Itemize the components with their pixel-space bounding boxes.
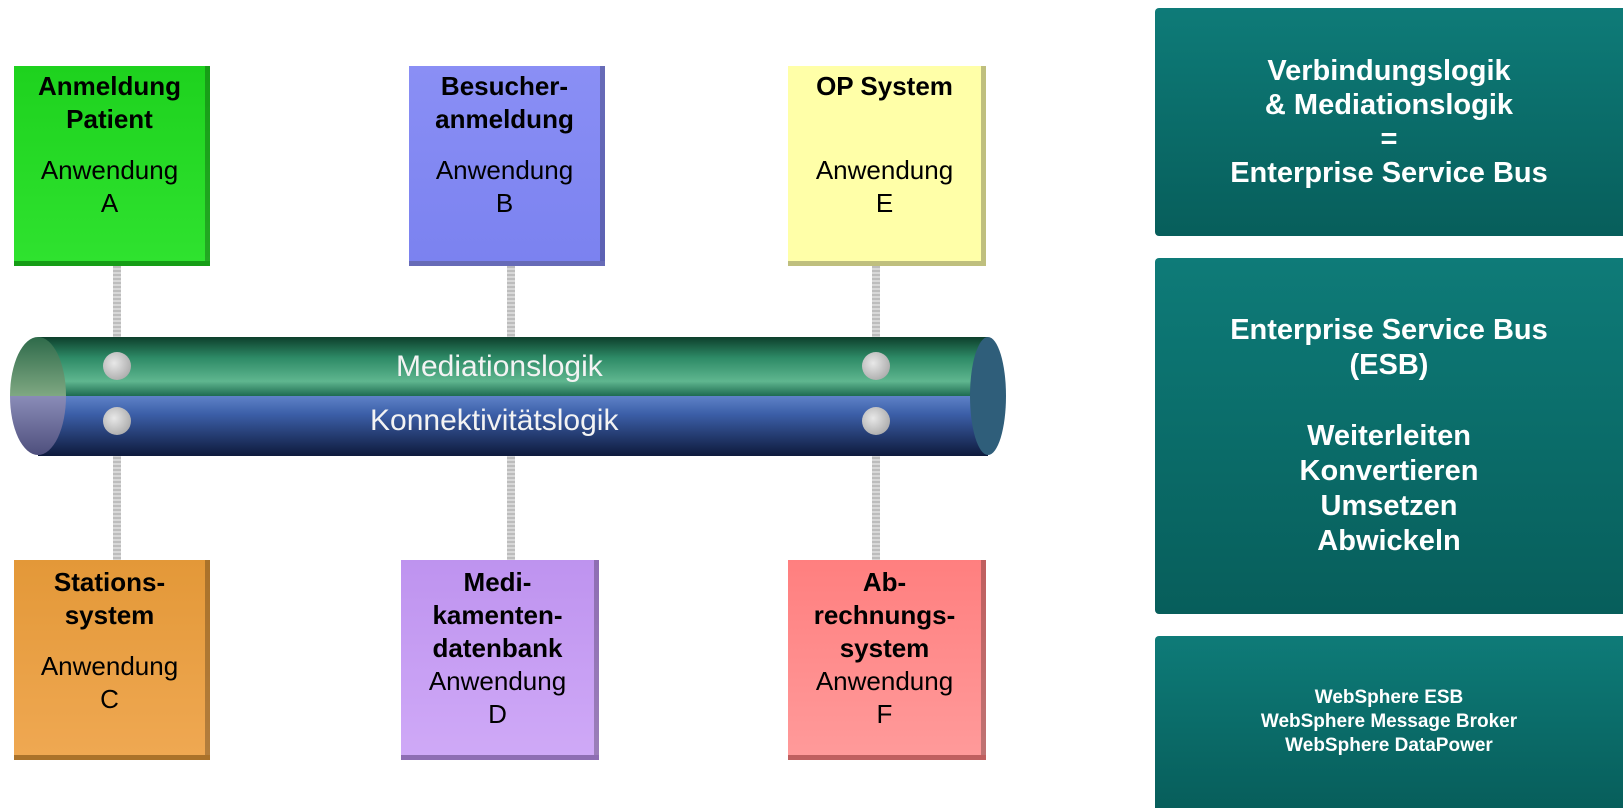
esb-definition-panel: Verbindungslogik & Mediationslogik = Ent… <box>1155 8 1623 236</box>
connector-f <box>872 420 880 565</box>
esb-functions-panel: Enterprise Service Bus (ESB) Weiterleite… <box>1155 258 1623 614</box>
bus-node-a-bottom <box>103 407 131 435</box>
app-box-a: Anmeldung Patient Anwendung A <box>14 66 210 266</box>
product-item: WebSphere Message Broker <box>1260 711 1518 732</box>
definition-line-3: = <box>1380 123 1398 155</box>
app-box-f: Ab- rechnungs- system Anwendung F <box>788 560 986 760</box>
app-a-title: Anmeldung Patient <box>38 71 181 134</box>
app-b-label: Anwendung B <box>435 155 574 218</box>
connector-b <box>507 248 515 366</box>
function-item: Konvertieren <box>1299 455 1479 487</box>
connector-c <box>113 420 121 565</box>
app-c-title: Stations- system <box>53 567 166 630</box>
function-item: Weiterleiten <box>1307 420 1471 452</box>
app-f-label: Anwendung F <box>815 666 954 729</box>
app-c-label: Anwendung C <box>40 651 179 714</box>
app-e-title: OP System <box>816 71 953 101</box>
product-item: WebSphere DataPower <box>1285 735 1493 756</box>
service-bus-tube <box>10 337 1006 456</box>
function-item: Umsetzen <box>1320 490 1458 522</box>
functions-title-2: (ESB) <box>1349 349 1429 381</box>
connector-d <box>507 420 515 565</box>
app-e-label: Anwendung E <box>815 155 954 218</box>
bus-node-e-top <box>862 352 890 380</box>
function-item: Abwickeln <box>1317 525 1461 557</box>
app-d-label: Anwendung D <box>428 666 567 729</box>
bus-lower-label: Konnektivitätslogik <box>370 404 619 437</box>
definition-line-2: & Mediationslogik <box>1264 89 1514 121</box>
bus-node-f-bottom <box>862 407 890 435</box>
connector-e <box>872 248 880 366</box>
bus-upper-label: Mediationslogik <box>396 350 603 383</box>
connector-a <box>113 248 121 366</box>
app-d-title: Medi- kamenten- datenbank <box>432 567 563 663</box>
app-a-label: Anwendung A <box>40 155 179 218</box>
definition-line-4: Enterprise Service Bus <box>1230 157 1548 189</box>
app-box-e: OP System Anwendung E <box>788 66 986 266</box>
bus-node-a-top <box>103 352 131 380</box>
app-box-b: Besucher- anmeldung Anwendung B <box>409 66 605 266</box>
definition-line-1: Verbindungslogik <box>1267 55 1511 87</box>
product-item: WebSphere ESB <box>1314 687 1464 708</box>
app-f-title: Ab- rechnungs- system <box>813 567 956 663</box>
esb-products-panel: WebSphere ESB WebSphere Message Broker W… <box>1155 636 1623 808</box>
app-b-title: Besucher- anmeldung <box>435 71 574 134</box>
app-box-d: Medi- kamenten- datenbank Anwendung D <box>401 560 599 760</box>
app-box-c: Stations- system Anwendung C <box>14 560 210 760</box>
functions-title-1: Enterprise Service Bus <box>1230 314 1548 346</box>
